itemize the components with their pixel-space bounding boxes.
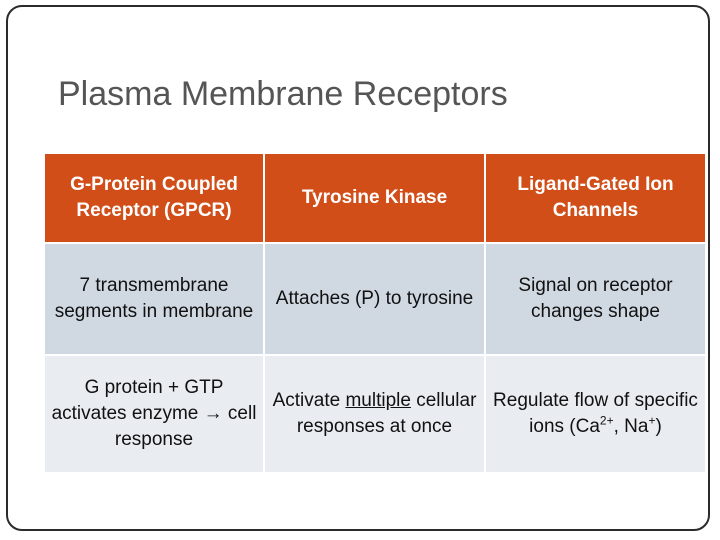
cell-lgic-effect-sodium: , Na [613,416,649,437]
arrow-right-icon: → [203,403,223,424]
cell-lgic-effect-text: Regulate flow of specific ions (Ca [493,390,698,437]
cell-tk-effect: Activate multiple cellular responses at … [263,354,486,474]
sodium-charge: + [648,413,656,428]
header-ligand-gated-ion-channels: Ligand-Gated Ion Channels [484,152,707,244]
cell-gpcr-effect-result: cell response [114,403,257,450]
cell-lgic-structure: Signal on receptor changes shape [484,242,707,356]
receptor-table: G-Protein Coupled Receptor (GPCR) Tyrosi… [43,152,707,474]
table-row: 7 transmembrane segments in membrane Att… [43,242,707,356]
table-header-row: G-Protein Coupled Receptor (GPCR) Tyrosi… [43,152,707,244]
table-row: G protein + GTP activates enzyme → cell … [43,354,707,474]
header-tyrosine-kinase: Tyrosine Kinase [263,152,486,244]
cell-lgic-effect-close: ) [655,416,662,437]
cell-gpcr-structure: 7 transmembrane segments in membrane [43,242,265,356]
cell-tk-effect-emphasis: multiple [345,390,411,411]
cell-tk-effect-verb: Activate [272,390,341,411]
cell-tk-structure: Attaches (P) to tyrosine [263,242,486,356]
header-gpcr: G-Protein Coupled Receptor (GPCR) [43,152,265,244]
slide-title: Plasma Membrane Receptors [58,75,508,113]
cell-gpcr-effect-text: G protein + GTP activates enzyme [51,377,224,424]
calcium-charge: 2+ [599,413,614,428]
cell-gpcr-effect: G protein + GTP activates enzyme → cell … [43,354,265,474]
cell-tk-effect-rest: cellular responses at once [296,390,477,437]
cell-lgic-effect: Regulate flow of specific ions (Ca2+, Na… [484,354,707,474]
